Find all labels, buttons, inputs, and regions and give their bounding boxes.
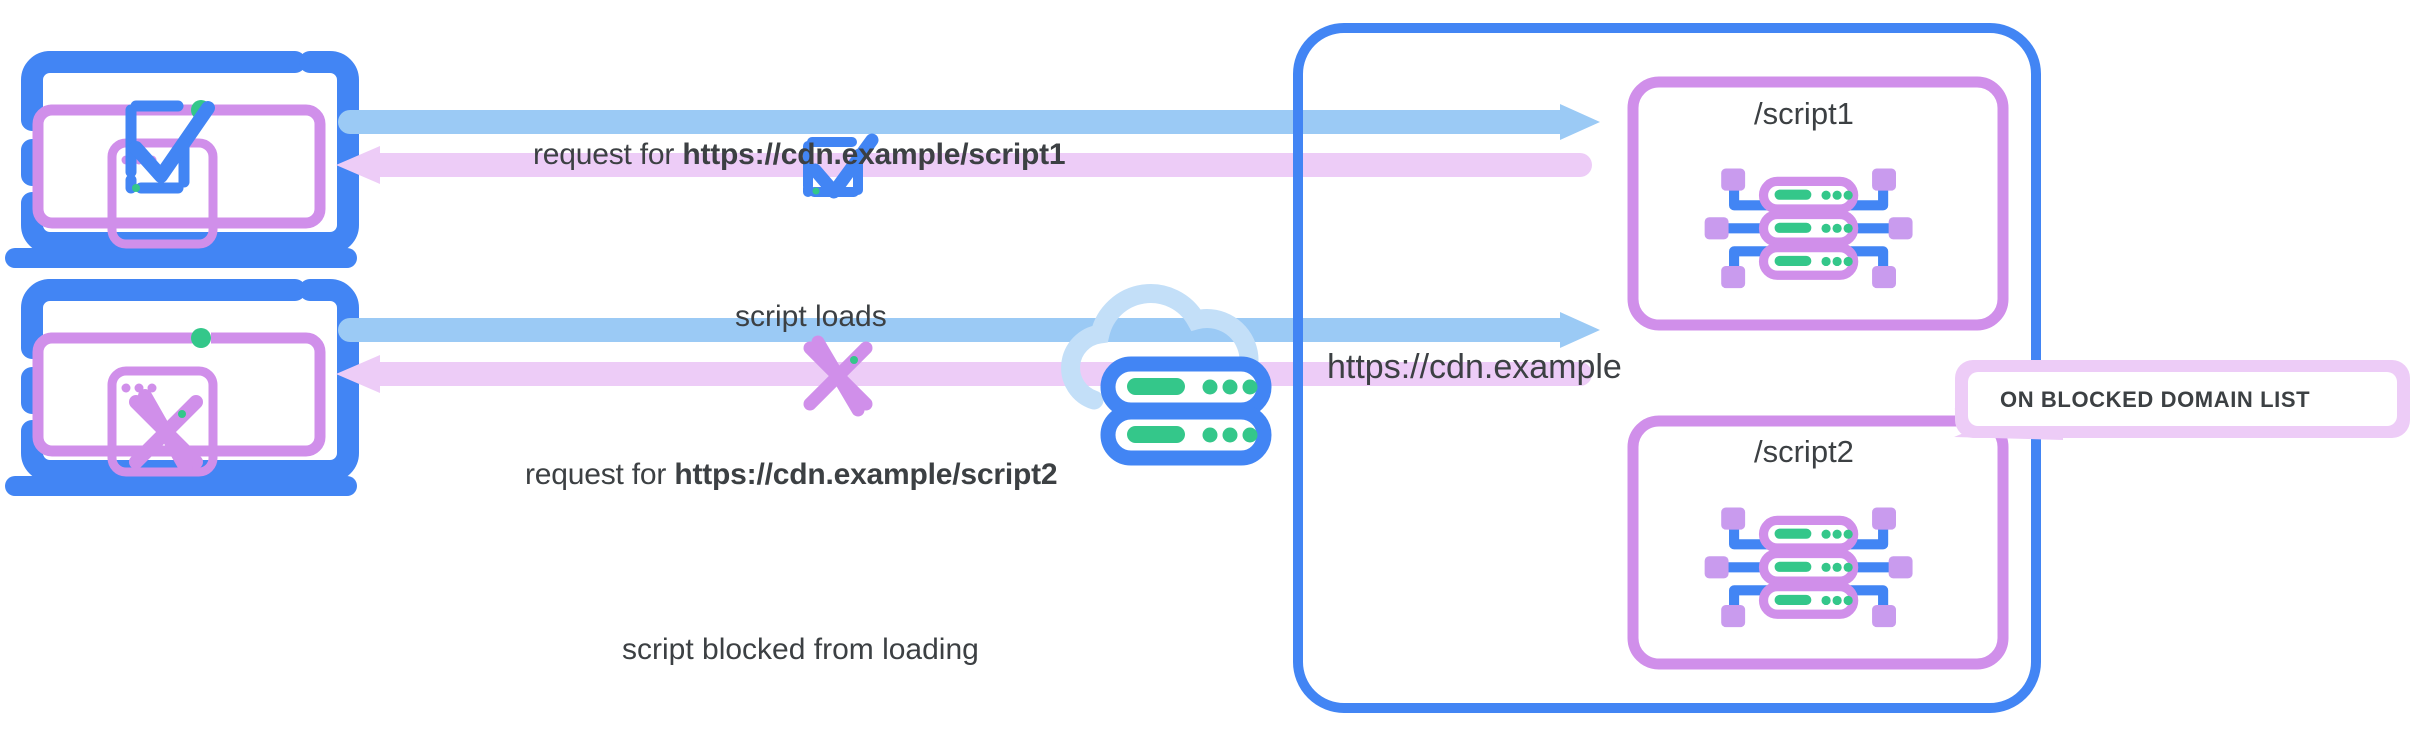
blocked-domain-badge-text: ON BLOCKED DOMAIN LIST — [2000, 387, 2311, 412]
request-prefix: request for — [533, 138, 683, 171]
request-prefix-2: request for — [525, 458, 675, 491]
server-rack-icon-script2 — [1705, 508, 1913, 628]
caption-script-loads: script loads — [735, 300, 887, 333]
cross-icon — [129, 389, 203, 475]
cdn-host-label: https://cdn.example — [1327, 348, 1622, 386]
request-label-script1: request for https://cdn.example/script1 — [533, 138, 1066, 172]
script2-label: /script2 — [1754, 434, 1854, 469]
request-arrow-script1 — [338, 104, 1600, 140]
checkmark-icon — [125, 100, 215, 194]
cloud-server-icon — [1061, 284, 1272, 466]
server-rack-icon-script1 — [1705, 169, 1913, 289]
status-dot — [191, 328, 211, 348]
client-laptop-blocked — [5, 290, 357, 496]
request-label-script2: request for https://cdn.example/script2 — [525, 458, 1058, 492]
request-url-2: https://cdn.example/script2 — [674, 458, 1058, 491]
script1-label: /script1 — [1754, 96, 1854, 131]
request-arrow-script2 — [338, 312, 1600, 348]
status-cross-icon — [803, 335, 873, 417]
response-arrow-script2 — [336, 355, 1592, 393]
client-laptop-allowed — [5, 62, 357, 268]
response-arrow-script1 — [336, 146, 1592, 184]
caption-script-blocked: script blocked from loading — [622, 633, 979, 666]
status-checkmark-icon — [803, 133, 879, 199]
request-url: https://cdn.example/script1 — [682, 138, 1066, 171]
blocked-domain-badge — [1954, 360, 2410, 440]
script2-box — [1627, 415, 2009, 670]
script1-box — [1627, 76, 2009, 331]
